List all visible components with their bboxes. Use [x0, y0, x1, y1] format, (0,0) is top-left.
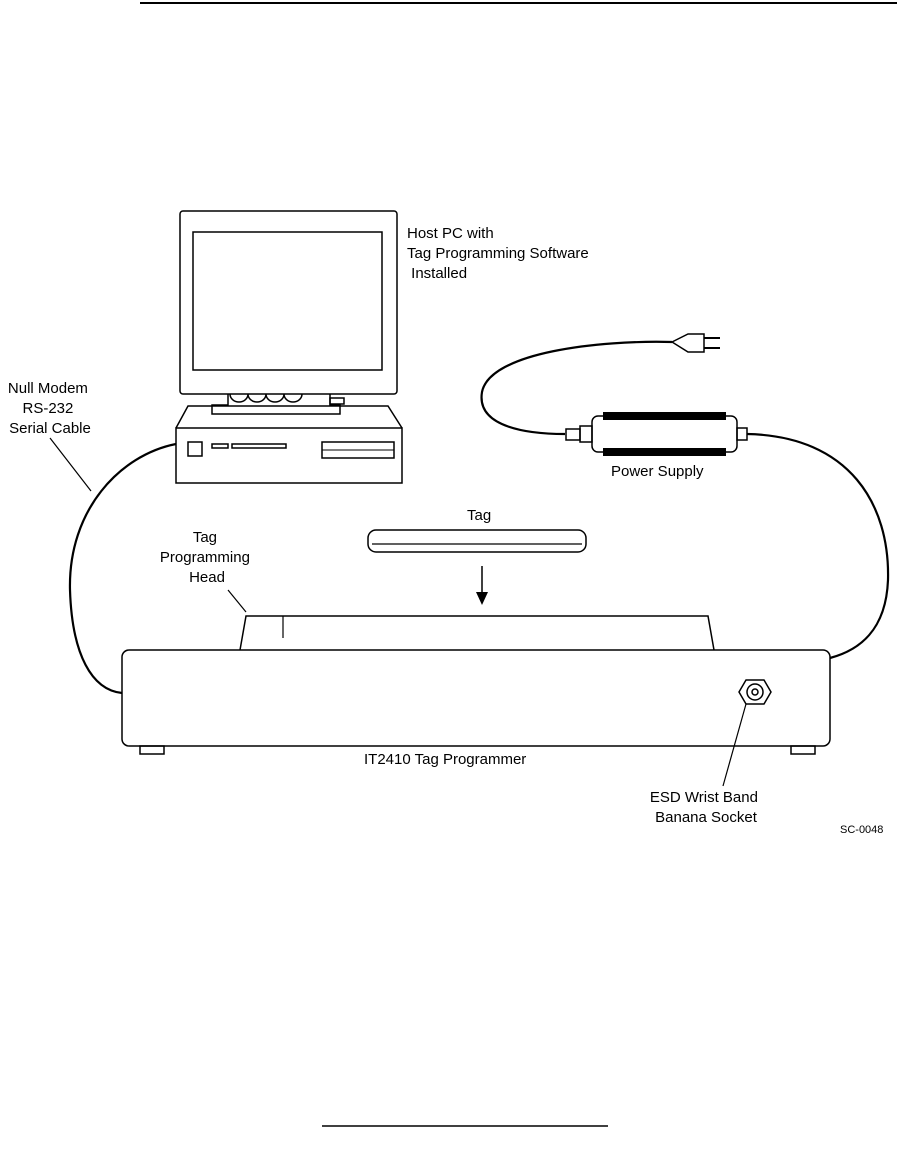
esd-label-line-2: Banana Socket	[655, 809, 758, 826]
tag-body	[368, 530, 586, 552]
floppy-slot-a	[212, 444, 228, 448]
null-modem-label-line-3: Serial Cable	[9, 420, 91, 437]
dc-cord	[747, 434, 888, 658]
null-modem-leader	[50, 438, 91, 491]
esd-label: ESD Wrist Band Banana Socket	[650, 789, 762, 826]
foot-right	[791, 746, 815, 754]
pc-case	[176, 428, 402, 483]
host-pc	[176, 211, 402, 483]
tag-label: Tag	[467, 507, 491, 524]
monitor-button	[330, 398, 344, 404]
host-pc-label-line-1: Host PC with	[407, 225, 494, 242]
ps-strain-left	[580, 426, 592, 442]
programming-head-leader	[228, 590, 246, 612]
programmer-base	[122, 650, 830, 746]
ac-plug-body	[672, 334, 704, 352]
serial-cable	[70, 444, 176, 693]
stand-bumps	[230, 394, 302, 402]
monitor-outer	[180, 211, 397, 394]
esd-label-line-1: ESD Wrist Band	[650, 789, 758, 806]
ac-plug	[672, 334, 720, 352]
tag-programmer	[122, 616, 830, 754]
monitor-screen	[193, 232, 382, 370]
banana-socket	[739, 680, 771, 704]
ac-cord	[482, 342, 672, 434]
ps-body	[592, 416, 737, 452]
ps-plug-left	[566, 429, 580, 440]
programming-head-label: Tag Programming Head	[160, 529, 254, 586]
foot-left	[140, 746, 164, 754]
pc-case-top	[176, 406, 402, 428]
programming-head	[240, 616, 714, 650]
ps-fins-bottom	[603, 448, 726, 456]
null-modem-label-line-1: Null Modem	[8, 380, 88, 397]
programming-head-label-line-3: Head	[189, 569, 225, 586]
host-pc-label: Host PC with Tag Programming Software In…	[407, 225, 593, 282]
floppy-slot-b	[232, 444, 286, 448]
power-button	[188, 442, 202, 456]
ps-strain-right	[737, 428, 747, 440]
socket-ring	[747, 684, 763, 700]
tag	[368, 530, 586, 552]
insert-arrow-head	[476, 592, 488, 605]
programming-head-label-line-1: Tag	[193, 529, 217, 546]
null-modem-label-line-2: RS-232	[22, 400, 73, 417]
ps-fins-top	[603, 412, 726, 420]
power-supply	[566, 412, 747, 456]
null-modem-label: Null Modem RS-232 Serial Cable	[8, 380, 92, 437]
host-pc-label-line-2: Tag Programming Software	[407, 245, 589, 262]
esd-leader	[723, 704, 746, 786]
programmer-label: IT2410 Tag Programmer	[364, 751, 526, 768]
figure-id: SC-0048	[840, 824, 883, 836]
socket-hole	[752, 689, 758, 695]
power-supply-label: Power Supply	[611, 463, 704, 480]
programming-head-label-line-2: Programming	[160, 549, 250, 566]
host-pc-label-line-3: Installed	[407, 265, 467, 282]
insert-arrow	[476, 566, 488, 605]
